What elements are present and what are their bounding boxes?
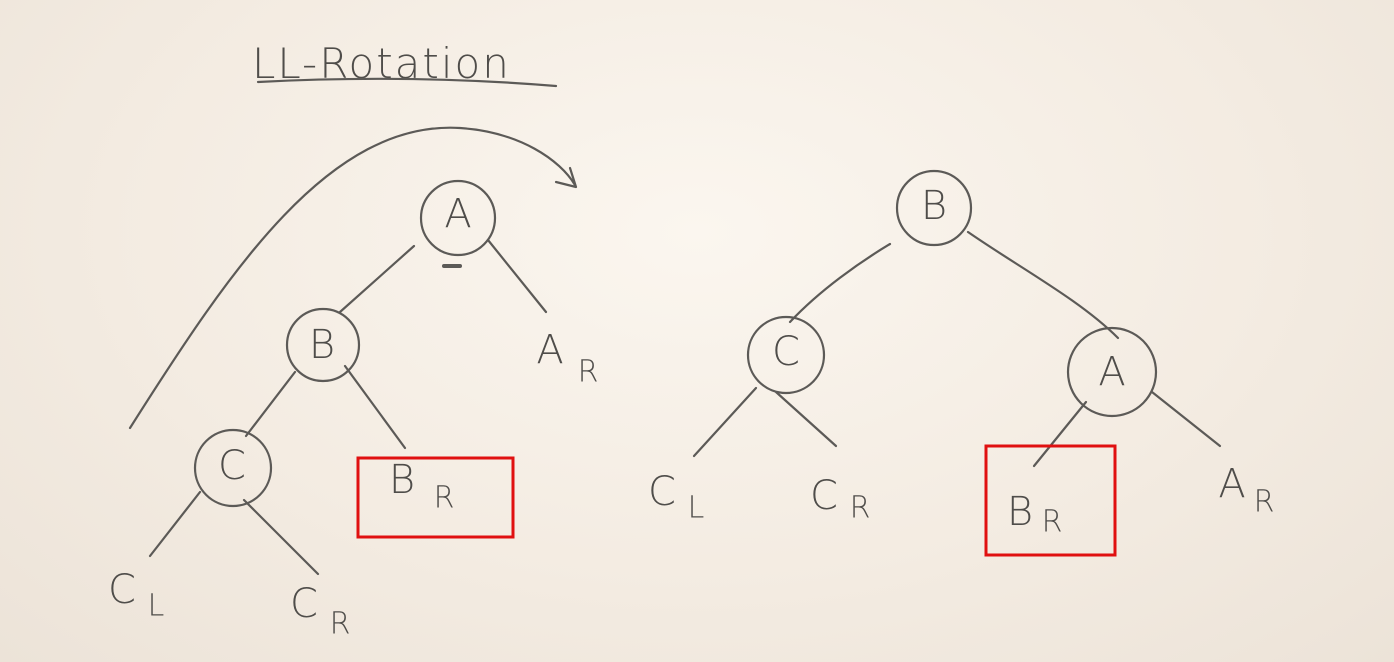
edge-a-ar: [486, 238, 548, 314]
subtree-ar-after-sub: R: [1254, 485, 1275, 520]
edge-a-br-after: [1032, 400, 1088, 468]
title-underline: [256, 77, 558, 88]
subtree-cr-sub: R: [330, 607, 351, 642]
subtree-cl: C L: [108, 567, 164, 624]
subtree-ar-sub: R: [578, 355, 599, 390]
subtree-cr-after-label: C: [810, 473, 838, 519]
node-a-after-circle: [1066, 326, 1158, 418]
subtree-ar-after-label: A: [1218, 461, 1245, 507]
title-group: LL-Rotation: [252, 39, 558, 88]
node-b-label: B: [309, 322, 335, 368]
subtree-br-after-label: B: [1007, 489, 1033, 535]
subtree-br-after: B R: [984, 444, 1117, 557]
edge-c-cl-after: [692, 386, 758, 458]
edge-c-cr-after: [774, 390, 838, 448]
tree-after: B C A C L C R B R A R: [648, 169, 1274, 557]
node-a-label: A: [444, 191, 471, 237]
edge-a-ar-after: [1150, 390, 1222, 448]
subtree-br: B R: [356, 456, 515, 539]
subtree-cr-label: C: [290, 581, 318, 627]
edge-b-c: [244, 370, 297, 438]
node-a-after: A: [1066, 326, 1158, 418]
edge-b-c-after: [788, 242, 892, 324]
node-b-circle: [285, 307, 361, 383]
subtree-cl-after-sub: L: [688, 491, 705, 526]
subtree-cr-after: C R: [810, 473, 870, 526]
node-c-label: C: [218, 443, 246, 489]
node-c-after-label: C: [772, 329, 800, 375]
subtree-ar-after: A R: [1218, 461, 1274, 520]
edge-b-br: [343, 364, 407, 450]
node-a: A: [419, 179, 497, 257]
rotation-arrow: [128, 126, 578, 430]
edge-c-cl: [148, 490, 202, 558]
subtree-cr-after-sub: R: [850, 491, 871, 526]
rotation-arrow-curve: [128, 126, 577, 430]
subtree-cl-sub: L: [148, 589, 165, 624]
node-b-after-label: B: [921, 183, 947, 229]
subtree-cl-label: C: [108, 567, 136, 613]
subtree-cr: C R: [290, 581, 350, 642]
subtree-cl-after-label: C: [648, 469, 676, 515]
node-b-after-circle: [895, 169, 973, 247]
node-c-after: C: [746, 315, 826, 395]
node-c-circle: [193, 428, 273, 508]
node-a-circle: [419, 179, 497, 257]
subtree-ar-label: A: [536, 327, 563, 373]
edge-a-b: [338, 244, 416, 314]
node-c: C: [193, 428, 273, 508]
subtree-br-label: B: [389, 457, 415, 503]
node-c-after-circle: [746, 315, 826, 395]
node-b-after: B: [895, 169, 973, 247]
subtree-br-sub: R: [434, 481, 455, 516]
subtree-ar: A R: [536, 327, 598, 390]
edge-b-a-after: [966, 230, 1120, 340]
highlight-box-br-after: [984, 444, 1117, 557]
rotation-arrow-head: [554, 166, 578, 189]
subtree-cl-after: C L: [648, 469, 704, 526]
node-b: B: [285, 307, 361, 383]
node-a-after-label: A: [1098, 349, 1125, 395]
edge-c-cr: [242, 498, 320, 576]
highlight-box-br-before: [356, 456, 515, 539]
subtree-br-after-sub: R: [1042, 505, 1063, 540]
tree-before: A B C A R B R C L C R: [108, 179, 598, 642]
